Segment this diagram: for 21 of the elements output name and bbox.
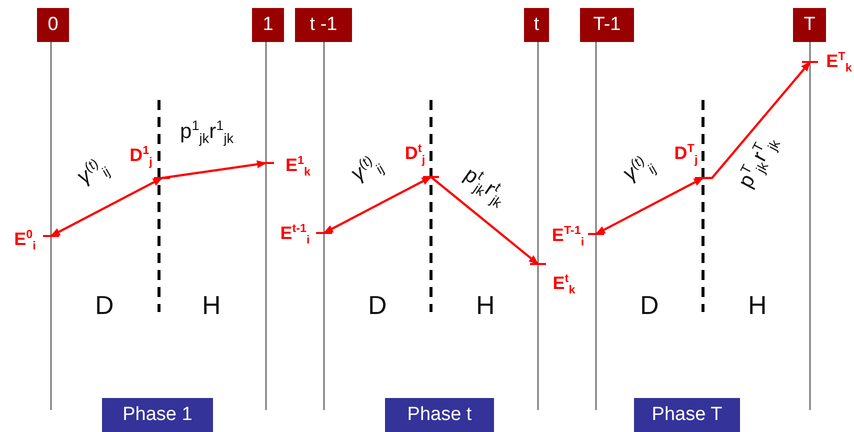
arrow [703, 61, 811, 180]
arrow [595, 177, 704, 235]
time-step-box: 1 [252, 8, 284, 42]
region-label: D [368, 290, 387, 321]
region-label: H [476, 290, 495, 321]
region-label: D [640, 290, 659, 321]
time-step-box: t -1 [295, 8, 352, 42]
time-step-box: 0 [37, 8, 69, 42]
phase-box: Phase T [634, 398, 740, 432]
time-step-box: t [524, 8, 549, 42]
region-label: H [202, 290, 221, 321]
arrow [430, 176, 539, 265]
arrow [162, 160, 267, 180]
phase-box: Phase t [385, 398, 494, 432]
time-step-box: T-1 [580, 8, 634, 42]
arrow [50, 177, 163, 237]
region-label: H [748, 290, 767, 321]
phase-box: Phase 1 [102, 398, 213, 432]
arrow [323, 176, 432, 234]
time-step-box: T [793, 8, 826, 42]
region-label: D [95, 290, 114, 321]
